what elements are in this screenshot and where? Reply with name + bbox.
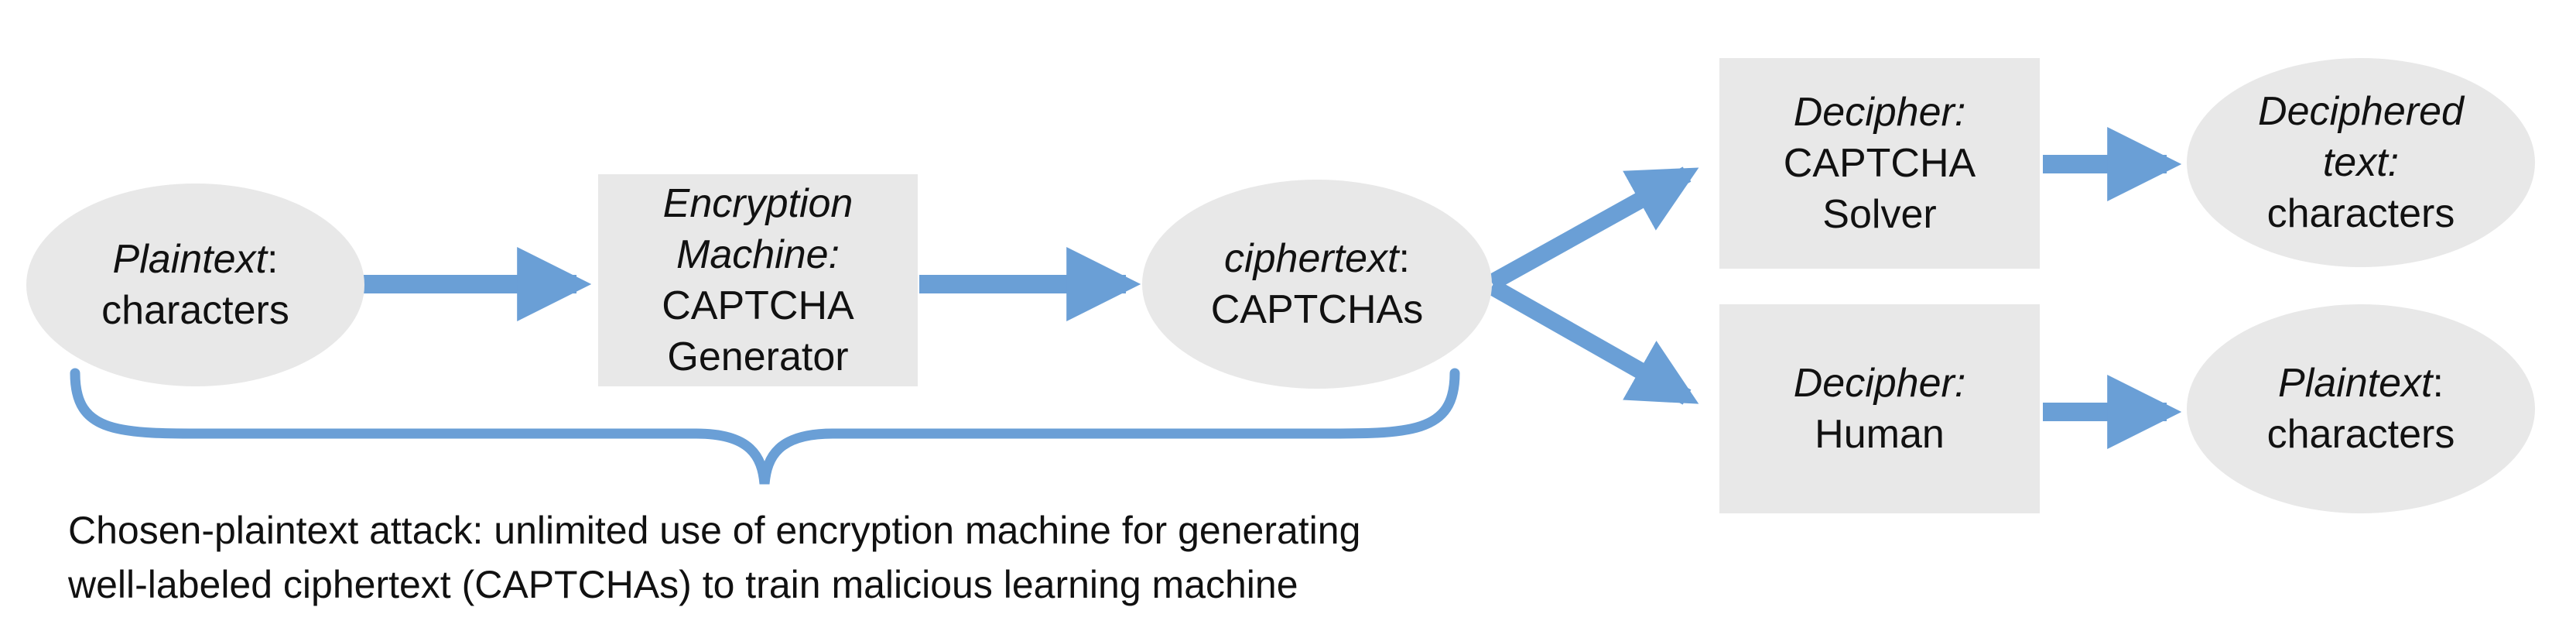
plaintext-output-node: Plaintext: characters [2187,304,2535,513]
solver-label: Decipher: [1793,90,1966,135]
plaintext-value: characters [101,288,289,333]
encryption-label-line1: Encryption [662,181,854,226]
arrow-ciphertext-to-human [1487,279,1699,405]
solver-value-line2: Solver [1822,192,1937,237]
plaintext-input-node: Plaintext: characters [26,184,364,386]
deciphered-value: characters [2266,191,2455,236]
encryption-label-line2: Machine: [676,232,840,277]
human-label: Decipher: [1793,361,1966,406]
solver-value-line1: CAPTCHA [1783,141,1976,186]
plaintext-output-label-colon: : [2432,361,2444,406]
encryption-value-line1: CAPTCHA [662,283,854,328]
plaintext-output-label: Plaintext [2278,361,2433,406]
deciphered-label-line2: text: [2322,140,2400,185]
caption-line2: well-labeled ciphertext (CAPTCHAs) to tr… [68,563,1298,606]
plaintext-label-colon: : [267,237,279,282]
captcha-solver-node: Decipher: CAPTCHA Solver [1719,58,2040,269]
curly-brace [70,368,1460,485]
ciphertext-node: ciphertext: CAPTCHAs [1142,180,1492,389]
human-value: Human [1815,412,1945,457]
ciphertext-label: ciphertext [1224,236,1399,281]
arrow-ciphertext-to-solver [1487,166,1699,290]
deciphered-text-node: Deciphered text: characters [2187,58,2535,267]
deciphered-label-line1: Deciphered [2258,89,2464,134]
encryption-machine-node: Encryption Machine: CAPTCHA Generator [598,174,918,386]
attack-caption: Chosen-plaintext attack: unlimited use o… [68,503,1577,612]
plaintext-output-value: characters [2266,412,2455,457]
ciphertext-value: CAPTCHAs [1210,287,1424,332]
encryption-value-line2: Generator [667,334,849,379]
plaintext-label: Plaintext [112,237,267,282]
ciphertext-label-colon: : [1398,236,1410,281]
human-node: Decipher: Human [1719,304,2040,513]
caption-line1: Chosen-plaintext attack: unlimited use o… [68,509,1361,552]
